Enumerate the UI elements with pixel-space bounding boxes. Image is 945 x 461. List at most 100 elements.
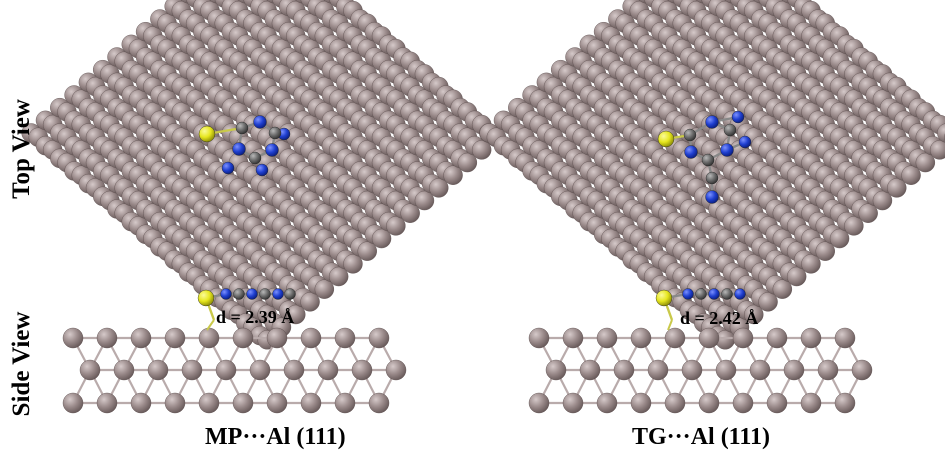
carbon-atom (705, 171, 719, 185)
sulfur-atom (197, 289, 215, 307)
carbon-atom (248, 151, 262, 165)
al-atom (929, 140, 945, 160)
al-atom-layer (21, 0, 506, 350)
nitrogen-atom (738, 135, 752, 149)
al-atom (772, 279, 793, 299)
al-atom (300, 292, 320, 312)
al-atom (786, 266, 807, 287)
al-atom (457, 152, 478, 173)
al-atom (834, 392, 856, 414)
al-atom (130, 327, 152, 349)
nitrogen-atom (220, 288, 232, 300)
al-atom (130, 392, 152, 414)
carbon-atom (683, 128, 697, 142)
al-atom (528, 392, 550, 414)
nitrogen-atom (246, 288, 258, 300)
al-atom (164, 392, 186, 414)
al-atom (766, 327, 788, 349)
al-atom (357, 241, 377, 261)
al-atom (817, 359, 839, 381)
sulfur-atom (657, 130, 675, 148)
al-atom (872, 190, 893, 211)
carbon-atom (268, 126, 282, 140)
nitrogen-atom (265, 143, 279, 157)
al-atom (681, 359, 703, 381)
al-atom (371, 228, 392, 249)
nitrogen-atom (705, 190, 719, 204)
nitrogen-atom (272, 288, 284, 300)
carbon-atom (701, 153, 715, 167)
sulfur-atom (198, 125, 216, 143)
al-atom (858, 203, 878, 223)
al-atom (732, 392, 754, 414)
al-atom (664, 327, 686, 349)
al-atom (698, 392, 720, 414)
tg-al111-caption: TG···Al (111) (632, 424, 771, 450)
tg-molecule-side (655, 288, 746, 331)
top-view-mp-slab (21, 0, 506, 350)
mp-al111-caption: MP···Al (111) (205, 424, 346, 450)
al-atom (343, 254, 363, 274)
al-atom (386, 216, 406, 236)
top-view-label: Top View (8, 99, 35, 199)
al-atom (215, 359, 237, 381)
al-atom (314, 279, 335, 299)
al-atom (630, 327, 652, 349)
al-atom (385, 359, 407, 381)
al-atom (579, 359, 601, 381)
side-view-label: Side View (8, 311, 35, 417)
nitrogen-atom (705, 115, 719, 129)
nitrogen-atom (734, 288, 746, 300)
al-atom (266, 392, 288, 414)
carbon-atom (695, 288, 707, 300)
al-atom (414, 190, 435, 211)
al-atom (198, 327, 220, 349)
al-atom (62, 327, 84, 349)
al-atom (766, 392, 788, 414)
al-atom (181, 359, 203, 381)
al-atom (62, 392, 84, 414)
al-atom (937, 123, 945, 143)
al-atom (351, 359, 373, 381)
al-atom (368, 392, 390, 414)
al-atom (596, 392, 618, 414)
al-atom (164, 327, 186, 349)
al-atom (744, 304, 764, 325)
al-atom (800, 392, 822, 414)
al-atom-layer (479, 0, 945, 350)
al-atom (698, 327, 720, 349)
al-atom (758, 292, 778, 312)
al-atom (368, 327, 390, 349)
al-atom (732, 327, 754, 349)
sulfur-surface-contact (667, 319, 673, 331)
al-atom (562, 327, 584, 349)
al-atom (715, 359, 737, 381)
mp-molecule-side (197, 288, 296, 331)
al-atom (613, 359, 635, 381)
sulfur-atom (655, 289, 673, 307)
nitrogen-atom (253, 115, 267, 129)
al-atom (783, 359, 805, 381)
al-atom (443, 165, 463, 185)
al-atom (400, 203, 420, 223)
sulfur-surface-contact (206, 319, 215, 331)
al-atom (300, 327, 322, 349)
carbon-atom (233, 288, 245, 300)
al-atom (300, 392, 322, 414)
al-atom (334, 327, 356, 349)
carbon-atom (723, 123, 737, 137)
nitrogen-atom (682, 288, 694, 300)
al-atom (596, 327, 618, 349)
nitrogen-atom (255, 163, 269, 177)
al-atom-layer (528, 327, 873, 414)
al-atom (887, 178, 907, 198)
mp-adsorption-distance: d = 2.39 Å (216, 307, 295, 327)
al-atom (232, 392, 254, 414)
al-atom (545, 359, 567, 381)
al-atom (317, 359, 339, 381)
al-atom (429, 178, 449, 198)
al-atom (283, 359, 305, 381)
carbon-atom (721, 288, 733, 300)
tg-molecule-top (657, 110, 752, 204)
